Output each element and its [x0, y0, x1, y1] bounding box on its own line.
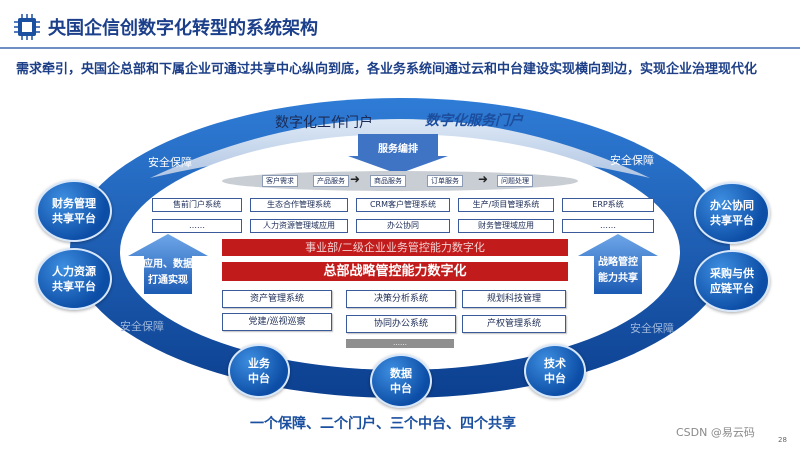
- system-box: 人力资源管理域应用: [250, 219, 348, 233]
- flow-item: 客户需求: [262, 175, 298, 187]
- page-title: 央国企信创数字化转型的系统架构: [48, 18, 318, 39]
- security-label-tl: 安全保障: [148, 156, 192, 169]
- flow-item: 商品服务: [370, 175, 406, 187]
- header-divider: [0, 47, 800, 49]
- left-arrow-label-2: 打通实现: [148, 275, 188, 286]
- flow-item: 问题处理: [497, 175, 533, 187]
- security-label-tr: 安全保障: [610, 154, 654, 167]
- system-box: CRM客户管理系统: [356, 198, 450, 212]
- center-system-box: 协同办公系统: [346, 315, 456, 333]
- watermark: CSDN @易云码: [676, 426, 755, 439]
- security-label-bl: 安全保障: [120, 320, 164, 333]
- security-label-br: 安全保障: [630, 322, 674, 335]
- system-box: ……: [562, 219, 654, 233]
- flow-arrow-icon: ➜: [350, 172, 361, 186]
- system-box: 生产/项目管理系统: [458, 198, 554, 212]
- portal-service: 数字化服务门户: [425, 113, 523, 129]
- center-more: ……: [346, 339, 454, 348]
- system-box: 售前门户系统: [152, 198, 242, 212]
- office-platform-node: 办公协同 共享平台: [694, 182, 770, 244]
- service-orchestration-arrow: [348, 134, 448, 174]
- data-midplatform-node: 数据 中台: [370, 354, 432, 408]
- right-arrow-label-1: 战略管控: [598, 257, 638, 268]
- hr-platform-node: 人力资源 共享平台: [36, 248, 112, 310]
- procurement-platform-node: 采购与供 应链平台: [694, 250, 770, 312]
- center-system-box: 决策分析系统: [346, 290, 456, 308]
- system-box: 财务管理域应用: [458, 219, 554, 233]
- center-system-box: 资产管理系统: [222, 290, 332, 308]
- service-orchestration-label: 服务编排: [378, 144, 418, 155]
- center-system-box: 党建/巡视巡察: [222, 313, 332, 331]
- tech-midplatform-node: 技术 中台: [524, 344, 586, 398]
- system-box: 办公协同: [356, 219, 450, 233]
- division-control-bar: 事业部/二级企业业务管控能力数字化: [222, 239, 568, 256]
- hq-control-bar: 总部战略管控能力数字化: [222, 262, 568, 281]
- left-up-arrow: [128, 234, 208, 294]
- finance-platform-node: 财务管理 共享平台: [36, 180, 112, 242]
- chip-icon: [14, 14, 40, 40]
- flow-arrow-icon: ➜: [478, 172, 489, 186]
- page-number: 28: [778, 436, 787, 444]
- system-box: 生态合作管理系统: [250, 198, 348, 212]
- flow-item: 订单服务: [427, 175, 463, 187]
- left-arrow-label-1: 应用、数据: [143, 259, 193, 270]
- center-system-box: 规划科技管理: [462, 290, 566, 308]
- footer-summary: 一个保障、二个门户、三个中台、四个共享: [250, 416, 516, 432]
- business-midplatform-node: 业务 中台: [228, 344, 290, 398]
- system-box: ERP系统: [562, 198, 654, 212]
- right-arrow-label-2: 能力共享: [598, 273, 638, 284]
- system-box: ……: [152, 219, 242, 233]
- center-system-box: 产权管理系统: [462, 315, 566, 333]
- right-up-arrow: [578, 234, 658, 294]
- intro-text: 需求牵引，央国企总部和下属企业可通过共享中心纵向到底，各业务系统间通过云和中台建…: [16, 62, 758, 77]
- portal-work: 数字化工作门户: [275, 115, 373, 131]
- flow-item: 产品服务: [313, 175, 349, 187]
